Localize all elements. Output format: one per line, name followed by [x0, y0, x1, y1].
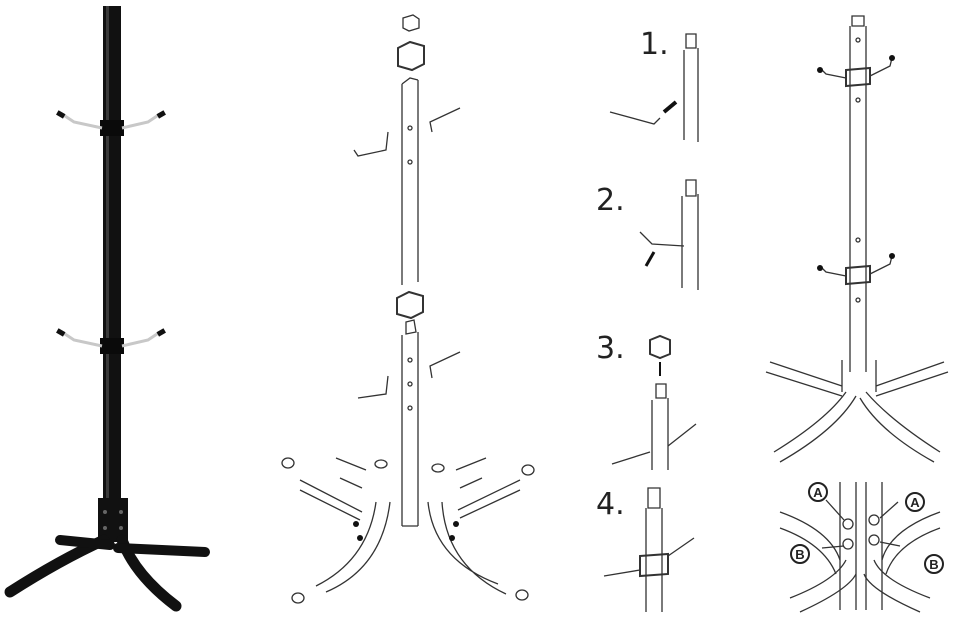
detail-leg-left	[779, 511, 841, 575]
step-3-hooks	[611, 423, 697, 465]
leg-front-right	[859, 391, 941, 463]
bolts-left	[335, 457, 367, 489]
step-3-pole	[651, 383, 669, 470]
callout-b-right: B	[924, 554, 944, 574]
detail-view	[779, 482, 941, 613]
lower-hooks	[819, 255, 893, 277]
leg-right	[427, 501, 507, 595]
upper-clamp	[397, 40, 425, 72]
steps-diagram	[603, 33, 699, 612]
lower-clamp	[845, 264, 871, 286]
step-4-hooks	[603, 537, 695, 577]
leg-back-left	[55, 535, 115, 550]
callout-a-right: A	[905, 492, 925, 512]
leg-back-left	[299, 479, 363, 521]
step-4-clamp	[639, 552, 669, 578]
leg-back-right	[457, 479, 521, 519]
nuts	[353, 521, 459, 541]
product-photo	[4, 6, 210, 612]
detail-leg-front-left	[789, 559, 857, 613]
step-1-hook	[609, 111, 661, 125]
top-cap	[402, 14, 420, 32]
step-2-hook	[639, 231, 685, 247]
detail-tubes	[839, 482, 883, 610]
step-3-clamp	[649, 334, 671, 360]
upper-right-hook	[429, 107, 461, 133]
step-1-pole	[683, 33, 699, 142]
step-1-label: 1.	[640, 27, 669, 62]
leg-back-left	[765, 361, 843, 397]
upper-clamp	[845, 66, 871, 88]
bolts-right	[455, 457, 487, 489]
step-2-label: 2.	[596, 183, 625, 218]
detail-leg-right	[881, 511, 941, 575]
lower-left-hook	[357, 375, 389, 399]
pole	[103, 6, 121, 501]
bottom-clamp	[100, 338, 124, 354]
leg-front-left	[773, 391, 857, 463]
leg-back-right	[875, 361, 949, 397]
leg-back-right	[113, 543, 210, 557]
lower-pole	[401, 332, 419, 527]
upper-pole	[401, 77, 419, 285]
step-2-arrow	[644, 251, 656, 267]
middle-clamp	[396, 290, 424, 320]
step-4-label: 4.	[596, 487, 625, 522]
top-left-hook	[61, 112, 103, 130]
bottom-right-hook	[121, 330, 161, 348]
step-4-pole	[645, 487, 663, 612]
callout-a-left: A	[808, 482, 828, 502]
callout-b-left: B	[790, 544, 810, 564]
top-right-hook	[121, 112, 161, 130]
step-2-pole	[681, 179, 699, 290]
leg-left	[315, 501, 391, 593]
bottom-left-hook	[61, 330, 103, 348]
upper-hooks	[819, 57, 893, 79]
top-clamp	[100, 120, 124, 136]
upper-left-hook	[353, 131, 389, 157]
hub	[841, 360, 877, 392]
hook-tips	[817, 55, 895, 271]
step-1-arrow	[662, 100, 678, 114]
lower-right-hook	[429, 351, 461, 379]
detail-leg-front-right	[863, 559, 931, 613]
assembled-diagram	[765, 15, 949, 463]
detail-leader-lines	[821, 499, 901, 549]
step-3-label: 3.	[596, 331, 625, 366]
exploded-diagram	[281, 14, 535, 604]
